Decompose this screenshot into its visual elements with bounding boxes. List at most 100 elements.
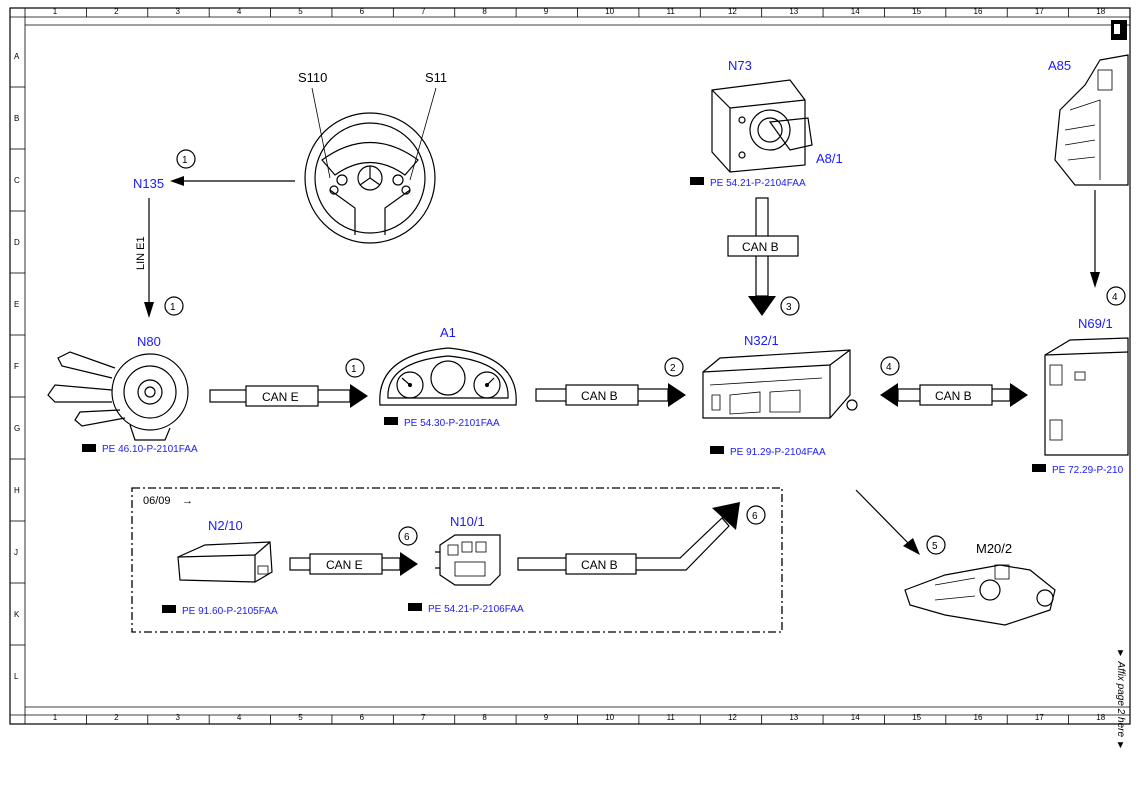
arrow-n32-m20 [855,489,911,546]
ref-n2-10: PE 91.60-P-2105FAA [162,605,278,617]
affix-note: ▼ Affix page 2 here ▼ [1115,648,1126,751]
control-unit-n69-icon [1044,337,1129,456]
grid-column-label: 7 [421,7,426,16]
grid-row-label: A [14,52,20,61]
grid-row-label: H [14,486,20,495]
svg-text:6: 6 [404,532,410,543]
grid-column-label: 2 [114,713,119,722]
grid-column-label: 12 [728,713,737,722]
grid-column-label: 18 [1096,7,1105,16]
svg-text:CAN B: CAN B [935,389,972,403]
bus-can-b-n10-up: CAN B 6 [517,502,766,575]
arrowhead-m20 [903,538,920,555]
corner-mark-icon [1111,20,1127,40]
svg-text:PE 72.29-P-210: PE 72.29-P-210 [1052,465,1124,476]
grid-column-label: 15 [912,713,921,722]
label-n10-1: N10/1 [450,514,485,529]
svg-text:PE 54.30-P-2101FAA: PE 54.30-P-2101FAA [404,418,500,429]
grid-row-label: L [14,672,19,681]
callout-1-n80: 1 [164,296,184,316]
ref-a1: PE 54.30-P-2101FAA [384,417,500,429]
grid-row-label: E [14,300,19,309]
bus-can-b-n32-n69: CAN B 4 [880,356,1028,407]
label-n73: N73 [728,58,752,73]
inset-date: 06/09 [143,495,171,507]
label-lin-e1: LIN E1 [135,236,147,270]
grid-row-label: D [14,238,20,247]
grid-row-label: G [14,424,20,433]
svg-text:1: 1 [182,155,188,166]
arrowhead-n69 [1090,272,1100,288]
svg-text:2: 2 [670,363,676,374]
bus-can-e-n2-n10: CAN E 6 [289,526,418,576]
grid-column-label: 3 [175,7,180,16]
grid-column-label: 16 [974,7,983,16]
grid-column-label: 14 [851,713,860,722]
ref-n69: PE 72.29-P-210 [1032,464,1124,476]
control-unit-n32-icon [702,349,858,419]
arrowhead-n135 [170,176,184,186]
grid-column-label: 18 [1096,713,1105,722]
svg-text:1: 1 [351,364,357,375]
bus-can-b-a1-n32: CAN B 2 [535,357,686,407]
grid-column-label: 6 [360,7,365,16]
grid-column-label: 5 [298,7,303,16]
label-n2-10: N2/10 [208,518,243,533]
steering-lock-a85-icon [1054,54,1129,186]
grid-column-label: 13 [789,713,798,722]
grid-column-label: 17 [1035,713,1044,722]
grid-column-label: 11 [667,7,676,16]
label-n80: N80 [137,334,161,349]
grid-column-label: 9 [544,713,549,722]
grid-column-label: 14 [851,7,860,16]
svg-text:CAN E: CAN E [262,390,299,404]
callout-5-m20: 5 [926,535,946,555]
svg-text:6: 6 [752,511,758,522]
label-a85: A85 [1048,58,1071,73]
label-n135: N135 [133,176,164,191]
grid-column-label: 17 [1035,7,1044,16]
grid-column-label: 3 [175,713,180,722]
relay-module-n10-icon [435,534,501,586]
label-n32-1: N32/1 [744,333,779,348]
grid-column-label: 8 [482,7,487,16]
grid-column-label: 6 [360,713,365,722]
grid-column-label: 8 [482,713,487,722]
svg-text:5: 5 [932,541,938,552]
svg-text:3: 3 [786,302,792,313]
svg-text:PE 54.21-P-2104FAA: PE 54.21-P-2104FAA [710,178,806,189]
grid-column-label: 10 [605,7,614,16]
grid-row-label: J [14,548,18,557]
steering-wheel-icon [304,112,436,244]
ref-n10-1: PE 54.21-P-2106FAA [408,603,524,615]
control-unit-n2-10-icon [177,541,273,583]
grid-column-label: 13 [789,7,798,16]
ref-n73: PE 54.21-P-2104FAA [690,177,806,189]
svg-text:1: 1 [170,302,176,313]
grid-column-label: 9 [544,7,549,16]
svg-text:PE 91.60-P-2105FAA: PE 91.60-P-2105FAA [182,606,278,617]
label-a8-1: A8/1 [816,151,843,166]
s11-leader [409,87,437,181]
grid-column-label: 16 [974,713,983,722]
label-s11: S11 [425,70,447,85]
steering-column-switch-icon [47,351,189,441]
s110-leader [311,87,331,179]
inset-box [131,487,783,633]
grid-row-label: F [14,362,19,371]
inset-arrow-icon: → [182,495,193,507]
grid-column-label: 1 [53,713,58,722]
grid-column-label: 11 [667,713,676,722]
grid-column-label: 15 [912,7,921,16]
grid-row-label: B [14,114,19,123]
svg-text:CAN E: CAN E [326,558,363,572]
grid-column-label: 1 [53,7,58,16]
label-m20-2: M20/2 [976,541,1012,556]
grid-column-label: 4 [237,7,242,16]
label-s110: S110 [298,70,327,85]
grid-row-label: K [14,610,20,619]
